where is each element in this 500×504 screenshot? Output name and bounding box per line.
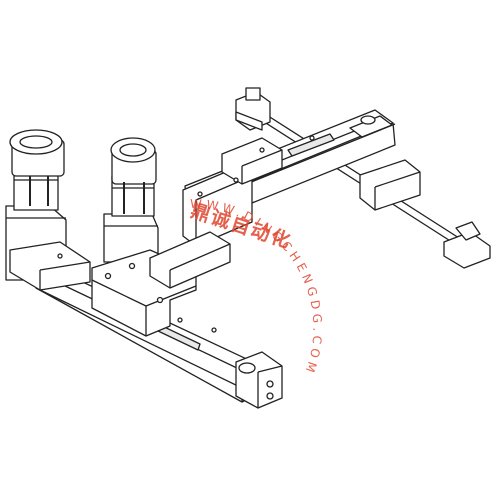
upper-linear-axis [182, 109, 396, 247]
motor-center [103, 137, 159, 263]
carriage-plate [91, 231, 231, 337]
bolt-holes [57, 135, 315, 333]
